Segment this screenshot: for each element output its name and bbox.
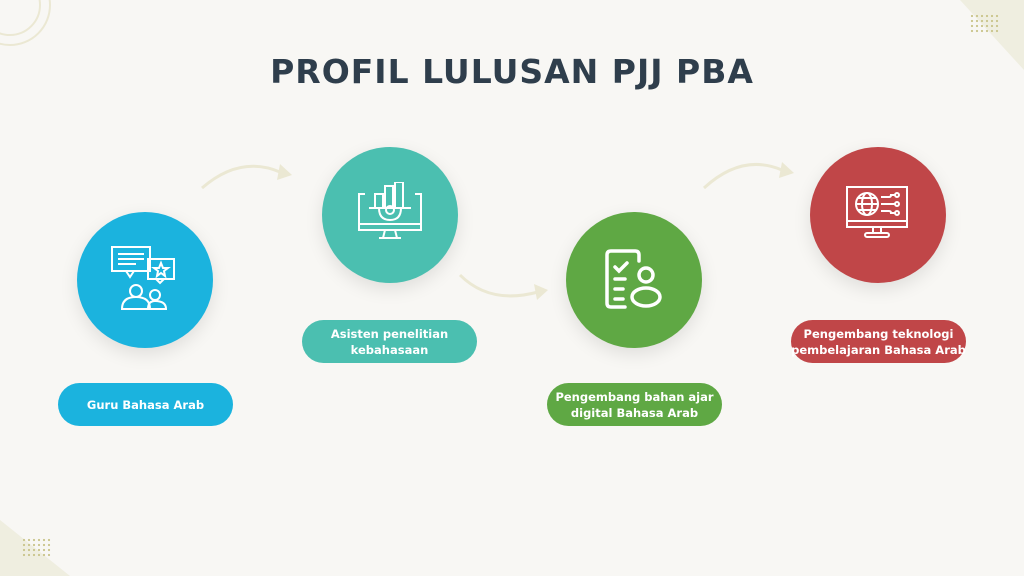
profile-circle-teknologi [810,147,946,283]
dot [980,19,984,23]
dot [22,543,26,547]
corner-circles-decoration [0,0,51,46]
monitor-globe-network-icon [846,186,908,238]
dot [37,538,41,542]
dot [985,24,989,28]
dot [42,543,46,547]
dot [995,19,999,23]
dot [32,543,36,547]
profile-label-asisten: Asisten penelitian kebahasaan [302,320,477,363]
corner-triangle-decoration [0,520,70,576]
dot [970,24,974,28]
dot [22,538,26,542]
dot [980,29,984,33]
profile-label-teknologi: Pengembang teknologi pembelajaran Bahasa… [791,320,966,363]
dot [990,29,994,33]
dot [995,14,999,18]
dot [975,14,979,18]
dot [47,548,51,552]
dot-grid-decoration [970,14,999,33]
arrow-head-3 [779,162,794,178]
dot [975,29,979,33]
dot [990,19,994,23]
dot [985,29,989,33]
dot [42,538,46,542]
dot [975,24,979,28]
dot [47,553,51,557]
dot [32,538,36,542]
profile-circle-bahan-ajar [566,212,702,348]
arrow-1 [201,164,281,190]
arrow-head-2 [534,284,548,300]
dot [970,29,974,33]
page-title: PROFIL LULUSAN PJJ PBA [270,52,754,91]
dot [995,24,999,28]
dot [980,24,984,28]
profile-circle-asisten [322,147,458,283]
dot [22,553,26,557]
dot [22,548,26,552]
profile-label-bahan-ajar: Pengembang bahan ajar digital Bahasa Ara… [547,383,722,426]
dot [990,24,994,28]
dot [985,19,989,23]
dot [27,553,31,557]
arrow-2 [458,273,539,298]
dot [47,543,51,547]
dot [980,14,984,18]
dot [995,29,999,33]
dot [47,538,51,542]
arrow-3 [702,162,783,190]
profile-label-guru: Guru Bahasa Arab [58,383,233,426]
dot [970,14,974,18]
monitor-chart-gear-icon [358,182,422,239]
dot [42,553,46,557]
profile-circle-guru [77,212,213,348]
dot [42,548,46,552]
dot [27,548,31,552]
dot [985,14,989,18]
dot [32,548,36,552]
dot [37,548,41,552]
dot [990,14,994,18]
corner-triangle-decoration [960,0,1024,70]
dot [37,543,41,547]
dot-grid-decoration [22,538,51,557]
dot [27,543,31,547]
arrow-head-1 [277,164,292,180]
teacher-discussion-icon [111,246,175,310]
dot [975,19,979,23]
dot [970,19,974,23]
dot [32,553,36,557]
dot [27,538,31,542]
checklist-user-icon [605,249,662,309]
dot [37,553,41,557]
